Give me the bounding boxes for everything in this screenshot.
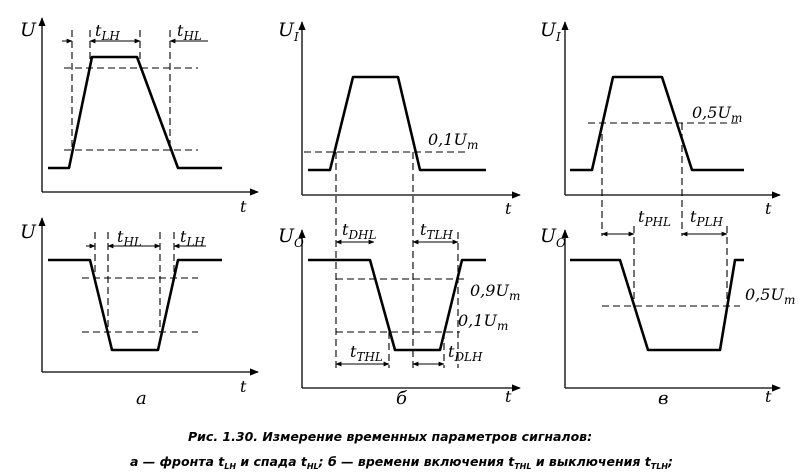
panel-c-tplh-label: tPLH (690, 207, 723, 229)
panel-b-letter: б (396, 388, 408, 409)
panel-b-tthl-label: tTHL (350, 342, 383, 364)
panel-a: U t tLH tHL U t (20, 17, 259, 409)
panel-b-tdhl-label: tDHL (342, 220, 377, 242)
panel-b-tdlh-label: tDLH (448, 342, 483, 364)
panel-b: UI t 0,1Um UO t 0,9Um 0,1Um tDHL tTLH tT… (278, 19, 521, 409)
panel-a-bottom-time-label: t (240, 377, 247, 396)
panel-a-bottom-thl-label: tHL (117, 227, 142, 249)
panel-c-bottom-axis-label: UO (540, 225, 566, 250)
panel-c-bottom-time-label: t (765, 387, 772, 406)
panel-b-ttlh-label: tTLH (420, 220, 453, 242)
panel-b-09-label: 0,9Um (470, 281, 520, 303)
panel-a-bottom-tlh-label: tLH (180, 227, 205, 249)
panel-c-bottom-05-label: 0,5Um (745, 285, 795, 307)
panel-c-top-time-label: t (765, 199, 772, 218)
panel-c-top-axis-label: UI (540, 19, 561, 44)
panel-b-output-pulse (308, 258, 486, 352)
panel-c-top-05-label: 0,5Um (692, 103, 742, 125)
panel-b-bottom-axis-label: UO (278, 225, 304, 250)
panel-c-output-pulse (570, 258, 744, 352)
caption-line-2: а — фронта tLH и спада tHL; б — времени … (130, 454, 673, 471)
caption-line-1: Рис. 1.30. Измерение временных параметро… (188, 429, 592, 444)
panel-a-output-pulse (48, 258, 222, 352)
panel-a-bottom-axis-label: U (20, 221, 37, 243)
panel-b-bottom-time-label: t (505, 387, 512, 406)
panel-a-top-axis-label: U (20, 19, 37, 41)
panel-a-thl-label: tHL (177, 21, 202, 43)
panel-c-letter: в (658, 388, 668, 409)
panel-c-tphl-label: tPHL (638, 207, 671, 229)
panel-a-input-pulse (48, 55, 222, 170)
panel-b-top-time-label: t (505, 199, 512, 218)
panel-a-top-time-label: t (240, 197, 247, 216)
panel-c: UI t 0,5Um UO t 0,5Um tPHL tPLH в (540, 19, 795, 409)
panel-b-bottom-01-label: 0,1Um (458, 311, 508, 333)
panel-b-input-pulse (308, 75, 486, 172)
panel-b-top-01-label: 0,1Um (428, 130, 478, 152)
panel-b-top-axis-label: UI (278, 19, 299, 44)
panel-a-tlh-label: tLH (95, 21, 120, 43)
panel-a-letter: а (136, 388, 147, 409)
panel-c-input-pulse (570, 75, 744, 172)
